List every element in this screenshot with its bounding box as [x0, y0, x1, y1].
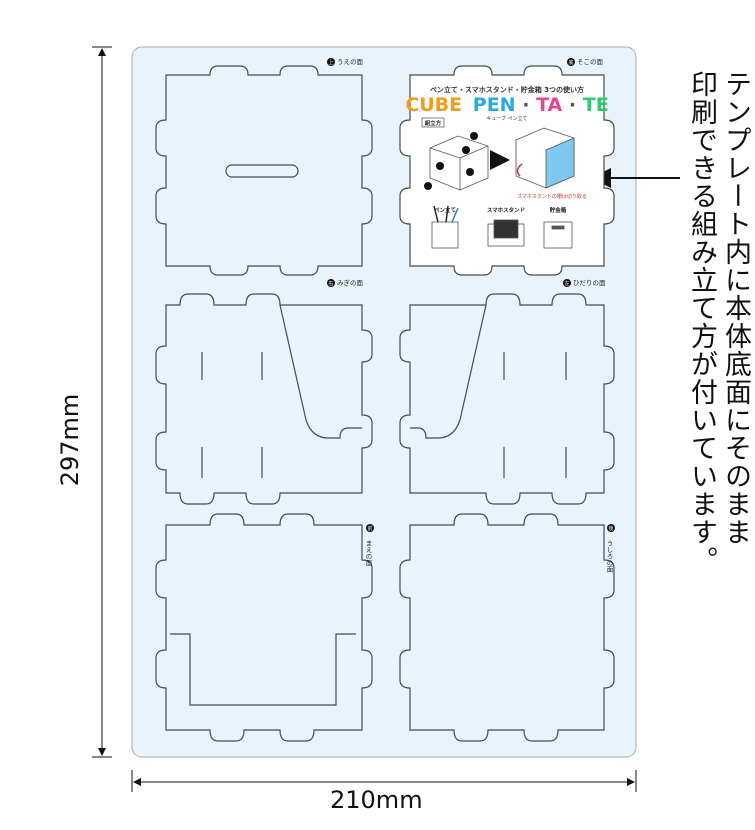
label-left: ひだりの面 [573, 279, 606, 287]
label-back: うしろの面 [605, 540, 613, 574]
piece-top [155, 65, 373, 276]
brand-te: TE [583, 94, 609, 116]
use-piggy-bank-icon [543, 221, 573, 249]
cube-assembly-illustration [424, 132, 489, 191]
badge-bottom: 底 そこの面 [567, 58, 604, 66]
badge-front: 前 まえの面 [364, 524, 374, 567]
guide-note: スマホスタンドの柵は切り取る [517, 193, 587, 200]
piece-right [155, 293, 373, 505]
assembly-guide: ペン立て・スマホスタンド・貯金箱 3つの使い方 CUBE PEN · TA · … [405, 85, 609, 249]
badge-right: 右 みぎの面 [327, 278, 364, 287]
callout-line-1: テンプレート内に本体底面にそのまま [720, 70, 751, 546]
badge-left-char: 左 [564, 280, 569, 287]
label-front: まえの面 [364, 540, 372, 568]
badge-front-char: 前 [367, 525, 372, 532]
badge-back-char: 後 [608, 525, 613, 532]
brand-logo: CUBE PEN · TA · TE [405, 94, 608, 116]
guide-title: ペン立て・スマホスタンド・貯金箱 3つの使い方 [430, 85, 584, 94]
piece-back [399, 513, 615, 742]
brand-ta: TA [536, 94, 562, 116]
piece-front [155, 513, 373, 742]
callout-line-2: 印刷できる組み立て方が付いています。 [686, 70, 717, 574]
piece-left [399, 293, 615, 505]
use-phone-stand-icon [487, 219, 525, 247]
height-dimension [92, 46, 112, 758]
cube-finished-illustration [515, 127, 575, 189]
use-pen-stand-icon [431, 205, 459, 249]
height-label: 297mm [56, 393, 84, 487]
label-bottom: そこの面 [577, 58, 604, 66]
badge-left: 左 ひだりの面 [563, 279, 606, 287]
brand-dot-1: · [522, 94, 529, 116]
use-piggy-bank-label: 貯金箱 [550, 206, 567, 214]
brand-dot-2: · [569, 94, 576, 116]
width-dimension [131, 770, 637, 792]
brand-cube: CUBE [405, 94, 462, 116]
assembly-label: 組立方 [425, 119, 442, 127]
width-label: 210mm [330, 786, 423, 814]
badge-top: 上 うえの面 [327, 58, 364, 66]
label-right: みぎの面 [337, 278, 364, 287]
badge-top-char: 上 [328, 59, 333, 66]
label-top: うえの面 [337, 58, 364, 66]
use-phone-stand-label: スマホスタンド [487, 206, 525, 214]
brand-pen: PEN [473, 94, 516, 116]
badge-bottom-char: 底 [568, 59, 573, 66]
brand-subtitle: キューブ ペン立て [486, 115, 527, 122]
badge-right-char: 右 [328, 280, 333, 287]
badge-back: 後 うしろの面 [605, 524, 615, 574]
use-pen-stand-label: ペン立て [434, 206, 456, 214]
